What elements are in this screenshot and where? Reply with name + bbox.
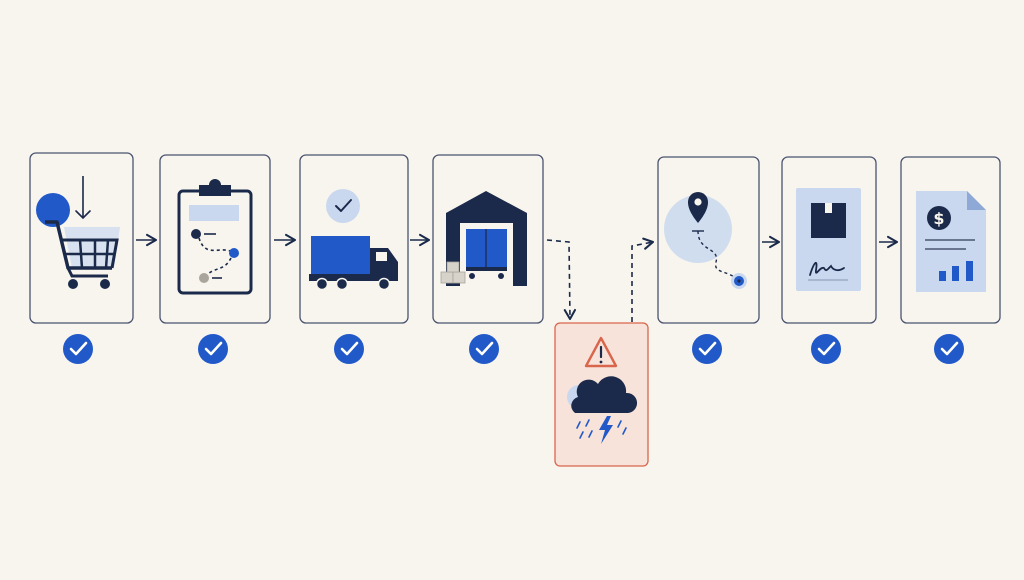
check-mark — [817, 341, 836, 356]
warning-triangle-icon — [584, 336, 618, 368]
check-circle-icon — [334, 334, 364, 364]
check-circle-icon — [934, 334, 964, 364]
check-mark — [698, 341, 717, 356]
check-mark — [340, 341, 359, 356]
check-circle-icon — [63, 334, 93, 364]
step-warehouse — [432, 154, 544, 324]
shopping-cart-icon — [36, 176, 120, 289]
check-mark — [475, 341, 494, 356]
connector-dashed-arrow — [631, 237, 655, 322]
step-delivered-signed — [781, 156, 877, 324]
check-circle-icon — [811, 334, 841, 364]
step-card — [29, 152, 134, 324]
step-order-planned — [159, 154, 271, 324]
warehouse-icon — [440, 191, 527, 286]
check-mark — [69, 341, 88, 356]
step-shipped — [299, 154, 409, 324]
check-mark — [940, 341, 959, 356]
step-card — [657, 156, 760, 324]
step-tracking — [657, 156, 760, 324]
storm-cloud-icon — [567, 376, 638, 444]
check-mark — [204, 341, 223, 356]
invoice-dollar-icon: $ — [916, 191, 986, 292]
check-circle-icon — [198, 334, 228, 364]
check-circle-icon — [692, 334, 722, 364]
step-card — [159, 154, 271, 324]
step-card — [432, 154, 544, 324]
step-card — [900, 156, 1001, 324]
step-card — [781, 156, 877, 324]
step-card — [299, 154, 409, 324]
location-pin-icon — [664, 192, 747, 289]
dollar-symbol: $ — [933, 209, 944, 228]
delivery-truck-icon — [309, 189, 398, 291]
check-circle-icon — [469, 334, 499, 364]
signed-package-icon — [796, 188, 861, 291]
connector-dashed-arrow — [546, 239, 577, 321]
step-weather-delay — [554, 322, 649, 467]
clipboard-route-icon — [177, 179, 253, 295]
step-invoice: $ — [900, 156, 1001, 324]
step-order-placed — [29, 152, 134, 324]
